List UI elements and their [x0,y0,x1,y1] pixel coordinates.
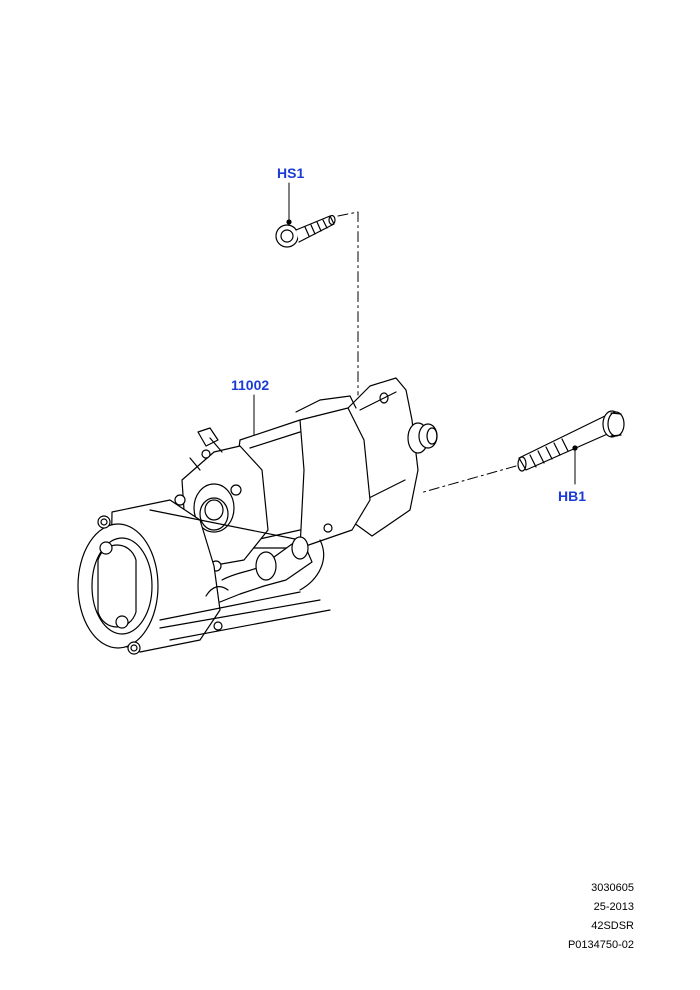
footer-code-3: 42SDSR [591,920,634,932]
footer-code-2: 25-2013 [593,901,634,913]
footer-code-4: P0134750-02 [567,939,634,951]
callout-hb1: HB1 [558,488,587,504]
starter-motor [77,377,438,655]
hs1-bolt [275,214,336,248]
footer-code-1: 3030605 [591,882,634,894]
callout-11002: 11002 [231,377,270,393]
callout-hs1: HS1 [277,165,305,181]
hb1-bolt [517,410,625,472]
